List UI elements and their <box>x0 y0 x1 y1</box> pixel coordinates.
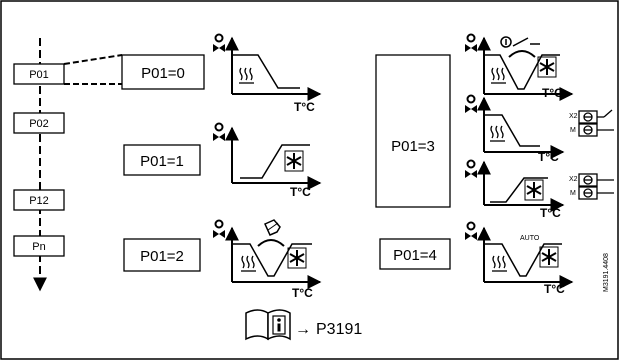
mode-box-1: P01=1 <box>123 144 201 176</box>
svg-text:P01=3: P01=3 <box>391 138 435 155</box>
reference-code: P3191 <box>316 321 362 338</box>
mode-box-3: P01=3 <box>375 54 451 208</box>
snowflake-icon <box>284 150 304 172</box>
svg-text:X2: X2 <box>569 113 578 120</box>
menu-item-p02: P02 <box>13 112 65 134</box>
graph-cooling-terminal: T°C X2 M <box>464 159 614 220</box>
svg-text:T°C: T°C <box>540 206 561 220</box>
heating-icon <box>489 125 506 142</box>
heating-icon <box>491 255 508 272</box>
heating-icon <box>238 67 255 84</box>
svg-text:P01: P01 <box>29 69 49 81</box>
graph-cooling: T°C <box>212 122 322 199</box>
svg-text:T°C: T°C <box>542 86 563 100</box>
heating-icon <box>490 67 507 84</box>
reference-arrow: → <box>295 321 311 338</box>
svg-text:T°C: T°C <box>290 185 311 199</box>
snowflake-icon <box>287 247 307 269</box>
svg-text:P01=2: P01=2 <box>140 248 184 265</box>
contact-switch-icon <box>500 36 540 48</box>
svg-text:P02: P02 <box>29 118 49 130</box>
snowflake-icon <box>539 246 559 268</box>
graph-heating-terminal: T°C X2 M <box>464 94 614 164</box>
graph-changeover-contact: T°C <box>464 33 574 101</box>
graph-auto-changeover: AUTO T°C <box>464 221 574 296</box>
valve-icon <box>212 122 226 142</box>
terminal-x2-icon <box>578 173 598 187</box>
terminal-x2-icon <box>578 110 598 124</box>
svg-text:Pn: Pn <box>32 241 45 253</box>
heating-icon <box>240 255 257 272</box>
menu-item-p12: P12 <box>13 189 65 211</box>
hand-icon <box>264 219 281 236</box>
svg-text:M: M <box>570 127 576 134</box>
mode-box-4: P01=4 <box>379 238 451 270</box>
figure-code: M3191.4408 <box>603 253 610 292</box>
menu-item-p01: P01 <box>13 63 65 85</box>
mode-box-2: P01=2 <box>123 238 201 272</box>
svg-text:AUTO: AUTO <box>520 235 540 242</box>
svg-text:P01=0: P01=0 <box>141 65 185 82</box>
svg-text:T°C: T°C <box>538 150 559 164</box>
connector-top <box>63 54 123 65</box>
svg-text:T°C: T°C <box>292 286 313 300</box>
valve-icon <box>464 33 478 53</box>
valve-icon <box>464 94 478 114</box>
valve-icon <box>212 219 226 239</box>
svg-text:T°C: T°C <box>294 100 315 114</box>
svg-text:P12: P12 <box>29 195 49 207</box>
valve-icon <box>464 221 478 241</box>
svg-text:P01=4: P01=4 <box>393 247 437 264</box>
mode-box-0: P01=0 <box>121 54 205 90</box>
graph-manual-changeover: T°C <box>212 219 322 300</box>
svg-text:T°C: T°C <box>544 282 565 296</box>
snowflake-icon <box>524 179 544 201</box>
valve-icon <box>464 159 478 179</box>
graph-heating: T°C <box>212 33 322 114</box>
valve-icon <box>212 33 226 53</box>
terminal-m-icon <box>578 123 598 137</box>
svg-text:P01=1: P01=1 <box>140 153 184 170</box>
svg-text:M: M <box>570 190 576 197</box>
terminal-m-icon <box>578 186 598 200</box>
snowflake-icon <box>537 56 557 78</box>
svg-text:X2: X2 <box>569 176 578 183</box>
book-info-icon <box>245 309 291 341</box>
menu-item-pn: Pn <box>13 235 65 257</box>
